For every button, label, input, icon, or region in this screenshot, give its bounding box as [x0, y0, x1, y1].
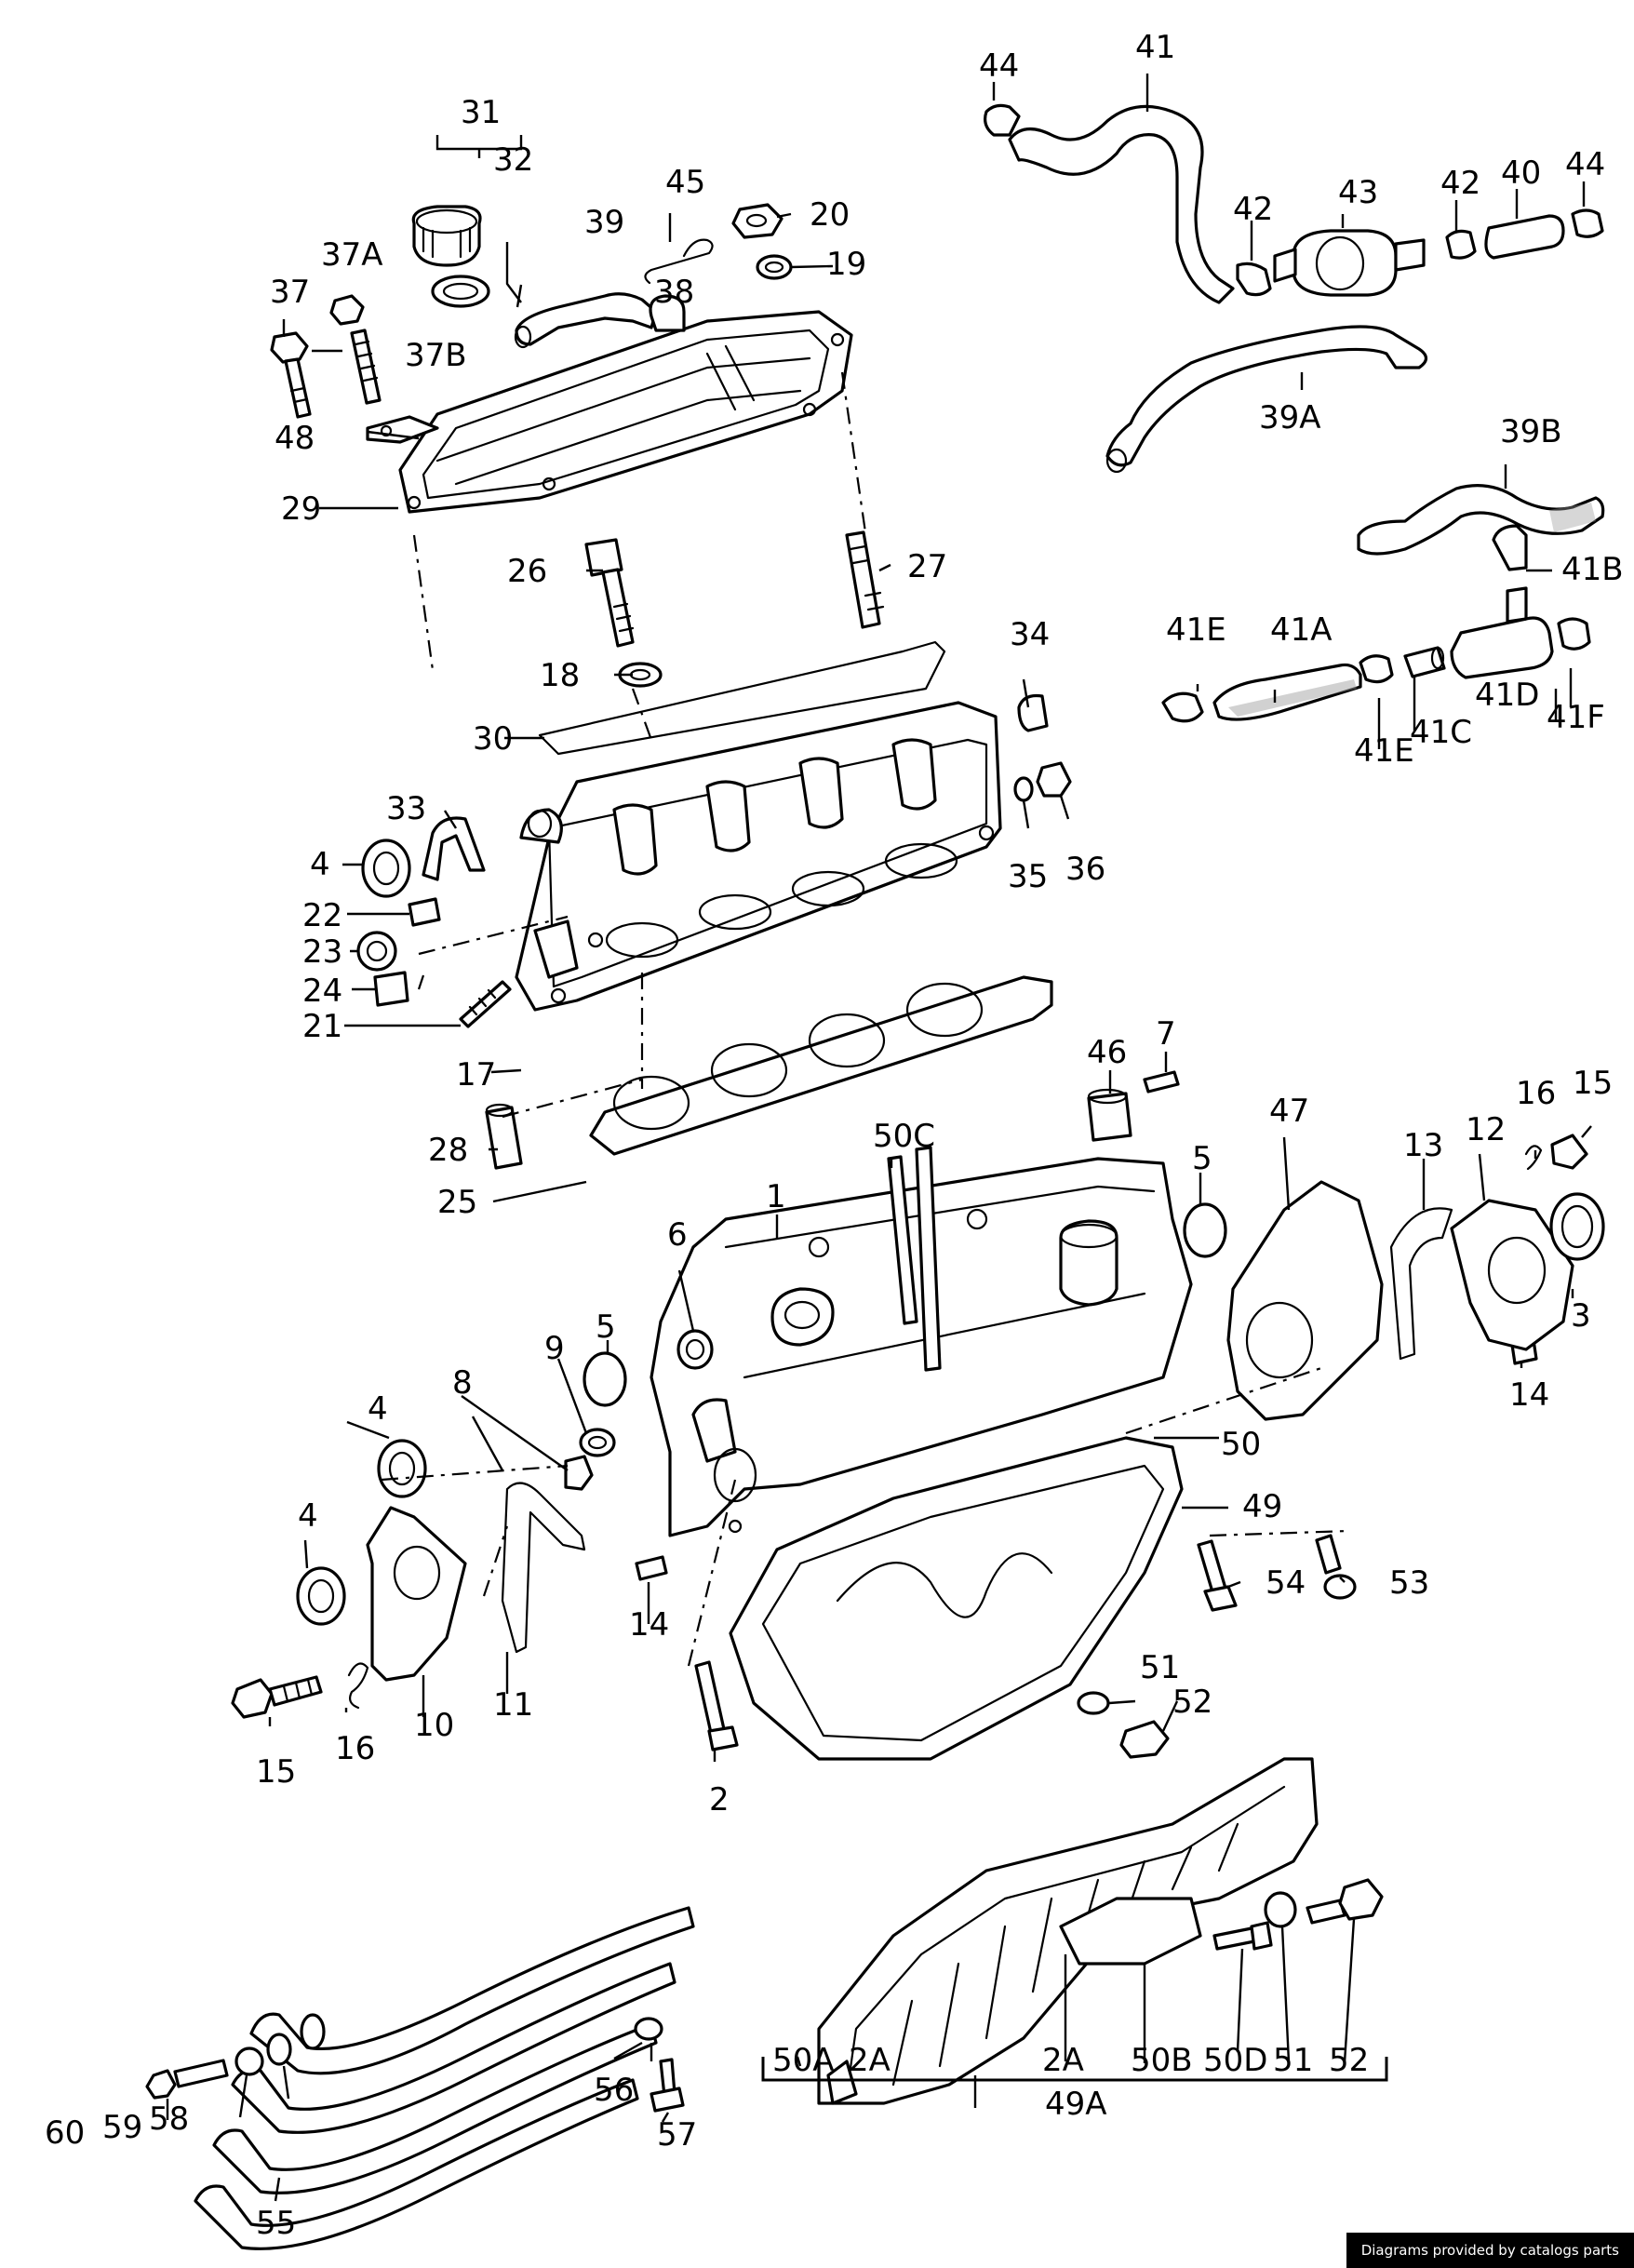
label-58: 58 [149, 2100, 189, 2138]
label-2: 2 [709, 1781, 730, 1818]
label-22: 22 [302, 897, 342, 934]
label-21: 21 [302, 1008, 342, 1045]
label-37: 37 [270, 274, 310, 311]
label-48: 48 [275, 420, 315, 457]
label-1: 1 [766, 1178, 786, 1215]
label-47: 47 [1269, 1093, 1309, 1130]
label-35: 35 [1008, 858, 1048, 895]
label-53: 53 [1389, 1564, 1429, 1602]
label-50d: 50D [1203, 2042, 1267, 2079]
label-15b: 15 [256, 1753, 296, 1791]
valve-cover [398, 310, 853, 514]
label-41f: 41F [1547, 699, 1605, 736]
label-34: 34 [1010, 616, 1050, 653]
engine-block [650, 1146, 1193, 1537]
label-31: 31 [461, 94, 501, 131]
label-15: 15 [1573, 1065, 1613, 1102]
label-54: 54 [1266, 1564, 1306, 1602]
leader-lines [166, 74, 1592, 2202]
label-23: 23 [302, 933, 342, 971]
label-33: 33 [386, 790, 426, 827]
label-3: 3 [1571, 1297, 1591, 1335]
label-46: 46 [1087, 1034, 1127, 1071]
label-41e: 41E [1166, 611, 1226, 649]
oil-sump-assembly [817, 1757, 1319, 2105]
label-36: 36 [1065, 851, 1105, 888]
label-49: 49 [1242, 1488, 1282, 1525]
label-18: 18 [540, 657, 580, 694]
label-11: 11 [493, 1686, 533, 1724]
credit-badge: Diagrams provided by catalogs parts [1346, 2233, 1634, 2268]
label-50: 50 [1221, 1426, 1261, 1463]
label-8: 8 [452, 1364, 473, 1402]
label-12: 12 [1466, 1111, 1506, 1148]
label-5: 5 [1192, 1140, 1212, 1177]
cylinder-head [515, 701, 1002, 1012]
label-27: 27 [907, 548, 947, 585]
label-29: 29 [281, 490, 321, 528]
label-41a: 41A [1270, 611, 1333, 649]
label-55: 55 [256, 2205, 296, 2242]
label-39: 39 [584, 204, 624, 241]
label-42b: 42 [1440, 165, 1480, 202]
label-16b: 16 [335, 1730, 375, 1767]
heat-shields [194, 1906, 695, 2250]
label-19: 19 [826, 246, 866, 283]
label-40: 40 [1501, 154, 1541, 192]
label-14b: 14 [629, 1606, 669, 1644]
label-10: 10 [414, 1707, 454, 1744]
label-39a: 39A [1259, 399, 1321, 436]
label-4c: 4 [298, 1497, 318, 1535]
label-60: 60 [45, 2114, 85, 2152]
callout-labels: 41 44 31 45 32 20 39 37A 19 38 37 37B 48… [45, 29, 1624, 2242]
label-37b: 37B [405, 337, 467, 374]
label-26: 26 [507, 553, 547, 590]
label-50c: 50C [873, 1118, 935, 1155]
label-59: 59 [102, 2109, 142, 2146]
label-25: 25 [437, 1184, 477, 1221]
label-52b: 52 [1329, 2042, 1369, 2079]
label-4: 4 [310, 846, 330, 883]
label-42: 42 [1233, 191, 1273, 228]
label-52: 52 [1172, 1684, 1212, 1721]
label-6: 6 [667, 1216, 688, 1254]
part-drawings [145, 103, 1605, 2250]
label-50b: 50B [1131, 2042, 1193, 2079]
label-17: 17 [456, 1056, 496, 1094]
label-45: 45 [665, 164, 705, 201]
label-2a: 2A [849, 2042, 891, 2079]
label-41: 41 [1135, 29, 1175, 66]
label-4b: 4 [368, 1390, 388, 1428]
label-5b: 5 [596, 1308, 616, 1346]
label-41b: 41B [1561, 551, 1624, 588]
label-39b: 39B [1500, 413, 1562, 450]
label-51: 51 [1140, 1649, 1180, 1686]
label-9: 9 [544, 1330, 565, 1367]
label-44: 44 [979, 47, 1019, 85]
label-49a: 49A [1045, 2086, 1107, 2123]
label-37a: 37A [321, 236, 383, 274]
label-50a: 50A [772, 2042, 835, 2079]
label-43: 43 [1338, 174, 1378, 211]
label-2a-b: 2A [1042, 2042, 1084, 2079]
label-30: 30 [473, 720, 513, 758]
label-13: 13 [1403, 1127, 1443, 1164]
label-14: 14 [1509, 1376, 1549, 1414]
label-28: 28 [428, 1132, 468, 1169]
label-24: 24 [302, 973, 342, 1010]
label-16: 16 [1516, 1075, 1556, 1112]
label-51b: 51 [1273, 2042, 1313, 2079]
label-38: 38 [654, 274, 694, 311]
label-41e-b: 41E [1354, 732, 1414, 770]
label-32: 32 [493, 141, 533, 179]
label-44b: 44 [1565, 146, 1605, 183]
label-57: 57 [657, 2116, 697, 2154]
label-41d: 41D [1475, 677, 1539, 714]
label-7: 7 [1156, 1015, 1176, 1053]
label-56: 56 [594, 2072, 634, 2109]
label-41c: 41C [1410, 714, 1472, 751]
label-20: 20 [810, 196, 850, 234]
